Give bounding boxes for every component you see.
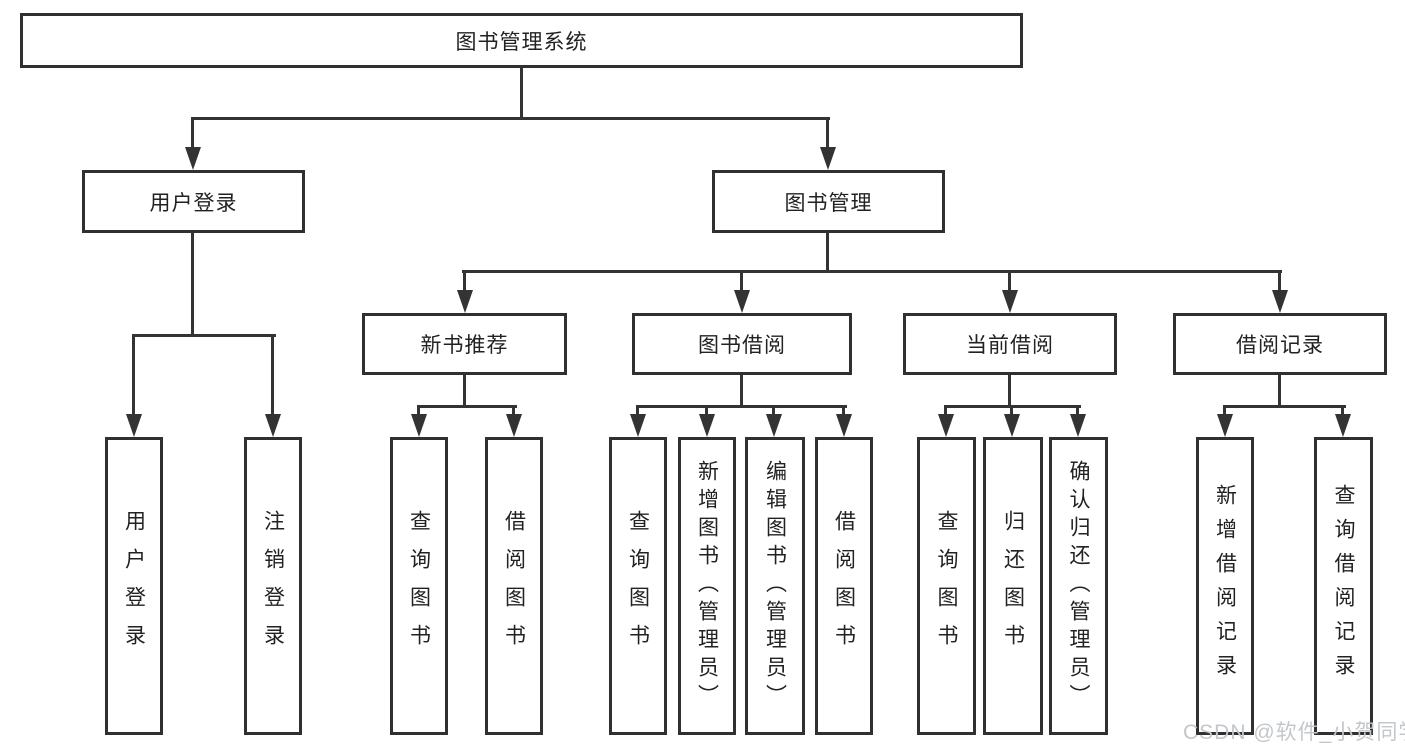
arrow-down-icon: [699, 414, 715, 437]
arrow-down-icon: [1070, 414, 1086, 437]
arrow-down-icon: [836, 414, 852, 437]
leaf-query-books-borrow-label: 查询图书: [626, 510, 650, 662]
connector-line: [1223, 405, 1226, 417]
arrow-down-icon: [630, 414, 646, 437]
leaf-user-login: 用户登录: [105, 437, 163, 735]
node-book-borrow-label: 图书借阅: [698, 334, 786, 357]
leaf-logout-label: 注销登录: [261, 510, 285, 662]
connector-line: [636, 405, 639, 417]
arrow-down-icon: [1002, 290, 1018, 313]
leaf-query-books-borrow: 查询图书: [609, 437, 667, 735]
arrow-down-icon: [1272, 290, 1288, 313]
node-book-borrow: 图书借阅: [632, 313, 852, 375]
connector-line: [462, 270, 1282, 273]
connector-line: [512, 405, 515, 417]
connector-line: [191, 232, 194, 336]
connector-line: [740, 375, 743, 408]
node-root: 图书管理系统: [20, 13, 1023, 68]
arrow-down-icon: [265, 414, 281, 437]
leaf-edit-book-admin-label: 编辑图书（管理员）: [763, 460, 787, 712]
connector-line: [1223, 405, 1346, 408]
leaf-borrow-books: 借阅图书: [815, 437, 873, 735]
connector-line: [417, 405, 517, 408]
leaf-add-book-admin: 新增图书（管理员）: [678, 437, 736, 735]
connector-line: [132, 334, 135, 416]
leaf-query-borrow-record: 查询借阅记录: [1314, 437, 1373, 735]
node-borrow-records-label: 借阅记录: [1236, 334, 1324, 357]
leaf-query-books-recommend: 查询图书: [390, 437, 448, 735]
node-book-management-label: 图书管理: [784, 191, 873, 215]
connector-line: [772, 405, 775, 417]
leaf-query-books-current-label: 查询图书: [935, 510, 958, 662]
node-user-login: 用户登录: [82, 170, 305, 233]
leaf-borrow-books-recommend-label: 借阅图书: [502, 510, 526, 662]
leaf-query-books-recommend-label: 查询图书: [407, 510, 431, 662]
connector-line: [417, 405, 420, 417]
node-borrow-records: 借阅记录: [1173, 313, 1387, 375]
connector-line: [463, 270, 466, 293]
connector-line: [271, 334, 274, 416]
arrow-down-icon: [938, 414, 954, 437]
connector-line: [1278, 270, 1281, 293]
leaf-borrow-books-recommend: 借阅图书: [485, 437, 543, 735]
arrow-down-icon: [126, 414, 142, 437]
connector-line: [132, 334, 276, 337]
leaf-return-book-label: 归还图书: [1001, 510, 1025, 662]
leaf-confirm-return-admin-label: 确认归还（管理员）: [1067, 460, 1090, 712]
connector-line: [191, 117, 194, 150]
node-new-book-recommend: 新书推荐: [362, 313, 567, 375]
node-current-borrow: 当前借阅: [903, 313, 1117, 375]
leaf-user-login-label: 用户登录: [122, 510, 146, 662]
connector-line: [636, 405, 847, 408]
connector-line: [1076, 405, 1079, 417]
arrow-down-icon: [766, 414, 782, 437]
leaf-query-books-current: 查询图书: [917, 437, 976, 735]
arrow-down-icon: [457, 290, 473, 313]
connector-line: [1008, 375, 1011, 408]
leaf-return-book: 归还图书: [983, 437, 1043, 735]
leaf-borrow-books-label: 借阅图书: [832, 510, 856, 662]
node-user-login-label: 用户登录: [149, 191, 238, 215]
connector-line: [842, 405, 845, 417]
node-current-borrow-label: 当前借阅: [966, 334, 1054, 357]
connector-line: [1341, 405, 1344, 417]
connector-line: [191, 117, 830, 120]
connector-line: [944, 405, 947, 417]
arrow-down-icon: [734, 290, 750, 313]
node-root-label: 图书管理系统: [455, 30, 588, 54]
arrow-down-icon: [185, 147, 201, 170]
leaf-add-book-admin-label: 新增图书（管理员）: [695, 460, 719, 712]
connector-line: [1278, 375, 1281, 408]
connector-line: [463, 375, 466, 408]
connector-line: [705, 405, 708, 417]
arrow-down-icon: [820, 147, 836, 170]
leaf-edit-book-admin: 编辑图书（管理员）: [745, 437, 805, 735]
node-book-management: 图书管理: [712, 170, 945, 233]
arrow-down-icon: [1004, 414, 1020, 437]
arrow-down-icon: [1217, 414, 1233, 437]
connector-line: [1008, 270, 1011, 293]
watermark: CSDN @软件_小贺同学: [1183, 721, 1405, 744]
leaf-logout: 注销登录: [244, 437, 302, 735]
connector-line: [1010, 405, 1013, 417]
connector-line: [826, 117, 829, 150]
connector-line: [520, 66, 523, 119]
node-new-book-recommend-label: 新书推荐: [420, 334, 509, 357]
connector-line: [826, 232, 829, 272]
connector-line: [740, 270, 743, 293]
arrow-down-icon: [411, 414, 427, 437]
leaf-add-borrow-record-label: 新增借阅记录: [1213, 484, 1237, 688]
leaf-add-borrow-record: 新增借阅记录: [1196, 437, 1254, 735]
arrow-down-icon: [1335, 414, 1351, 437]
leaf-confirm-return-admin: 确认归还（管理员）: [1049, 437, 1108, 735]
arrow-down-icon: [506, 414, 522, 437]
leaf-query-borrow-record-label: 查询借阅记录: [1332, 484, 1355, 688]
